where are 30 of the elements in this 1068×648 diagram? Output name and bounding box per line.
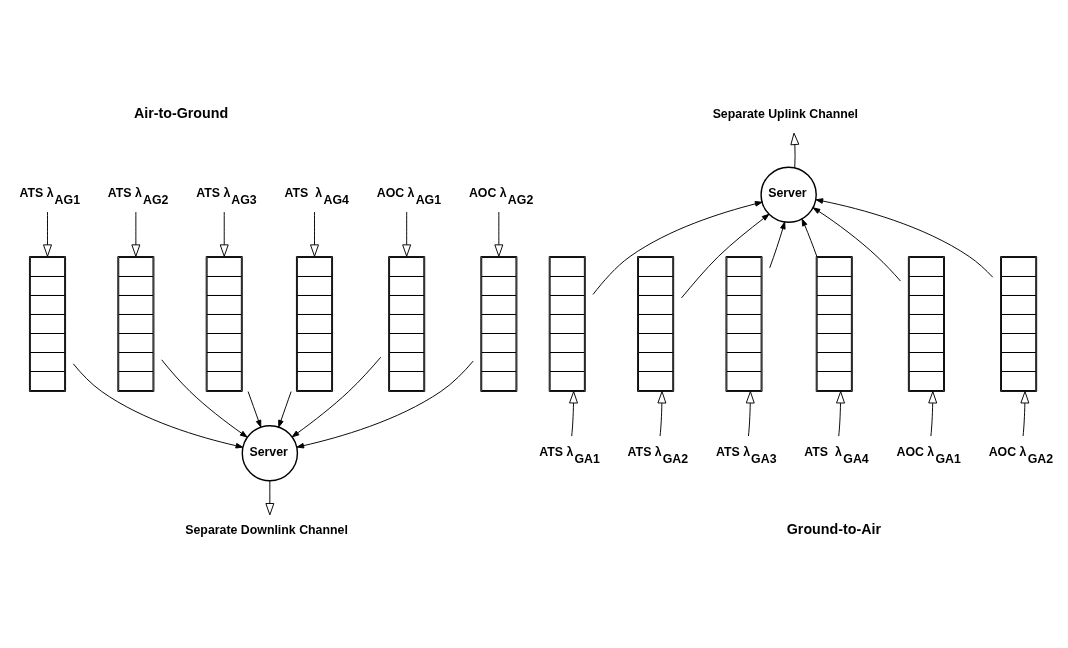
arrow <box>928 391 938 437</box>
arrow <box>247 391 262 428</box>
arrow <box>681 213 770 299</box>
arrow <box>790 132 800 169</box>
arrow <box>815 198 994 278</box>
arrow <box>1020 391 1030 437</box>
arrow <box>836 391 845 437</box>
node-text: Separate Downlink Channel <box>185 523 348 538</box>
arrow <box>769 221 786 269</box>
label: Ground-to-Air <box>786 521 881 538</box>
arrow <box>494 211 504 257</box>
arrow <box>310 211 319 257</box>
arrow <box>72 363 244 449</box>
arrow <box>278 391 292 428</box>
node-text: Separate Uplink Channel <box>712 107 859 122</box>
arrow <box>219 211 229 257</box>
arrow <box>745 391 755 437</box>
arrow <box>569 391 578 437</box>
arrow <box>657 391 667 437</box>
label: Air-to-Ground <box>133 105 229 122</box>
arrow <box>402 211 412 257</box>
arrow <box>801 218 818 257</box>
arrow <box>161 359 248 438</box>
arrow <box>812 207 901 282</box>
arrow <box>592 201 763 295</box>
arrow <box>265 480 275 516</box>
arrow <box>131 211 141 257</box>
arrow <box>291 356 382 438</box>
arrow <box>43 211 52 257</box>
arrow <box>296 360 474 449</box>
